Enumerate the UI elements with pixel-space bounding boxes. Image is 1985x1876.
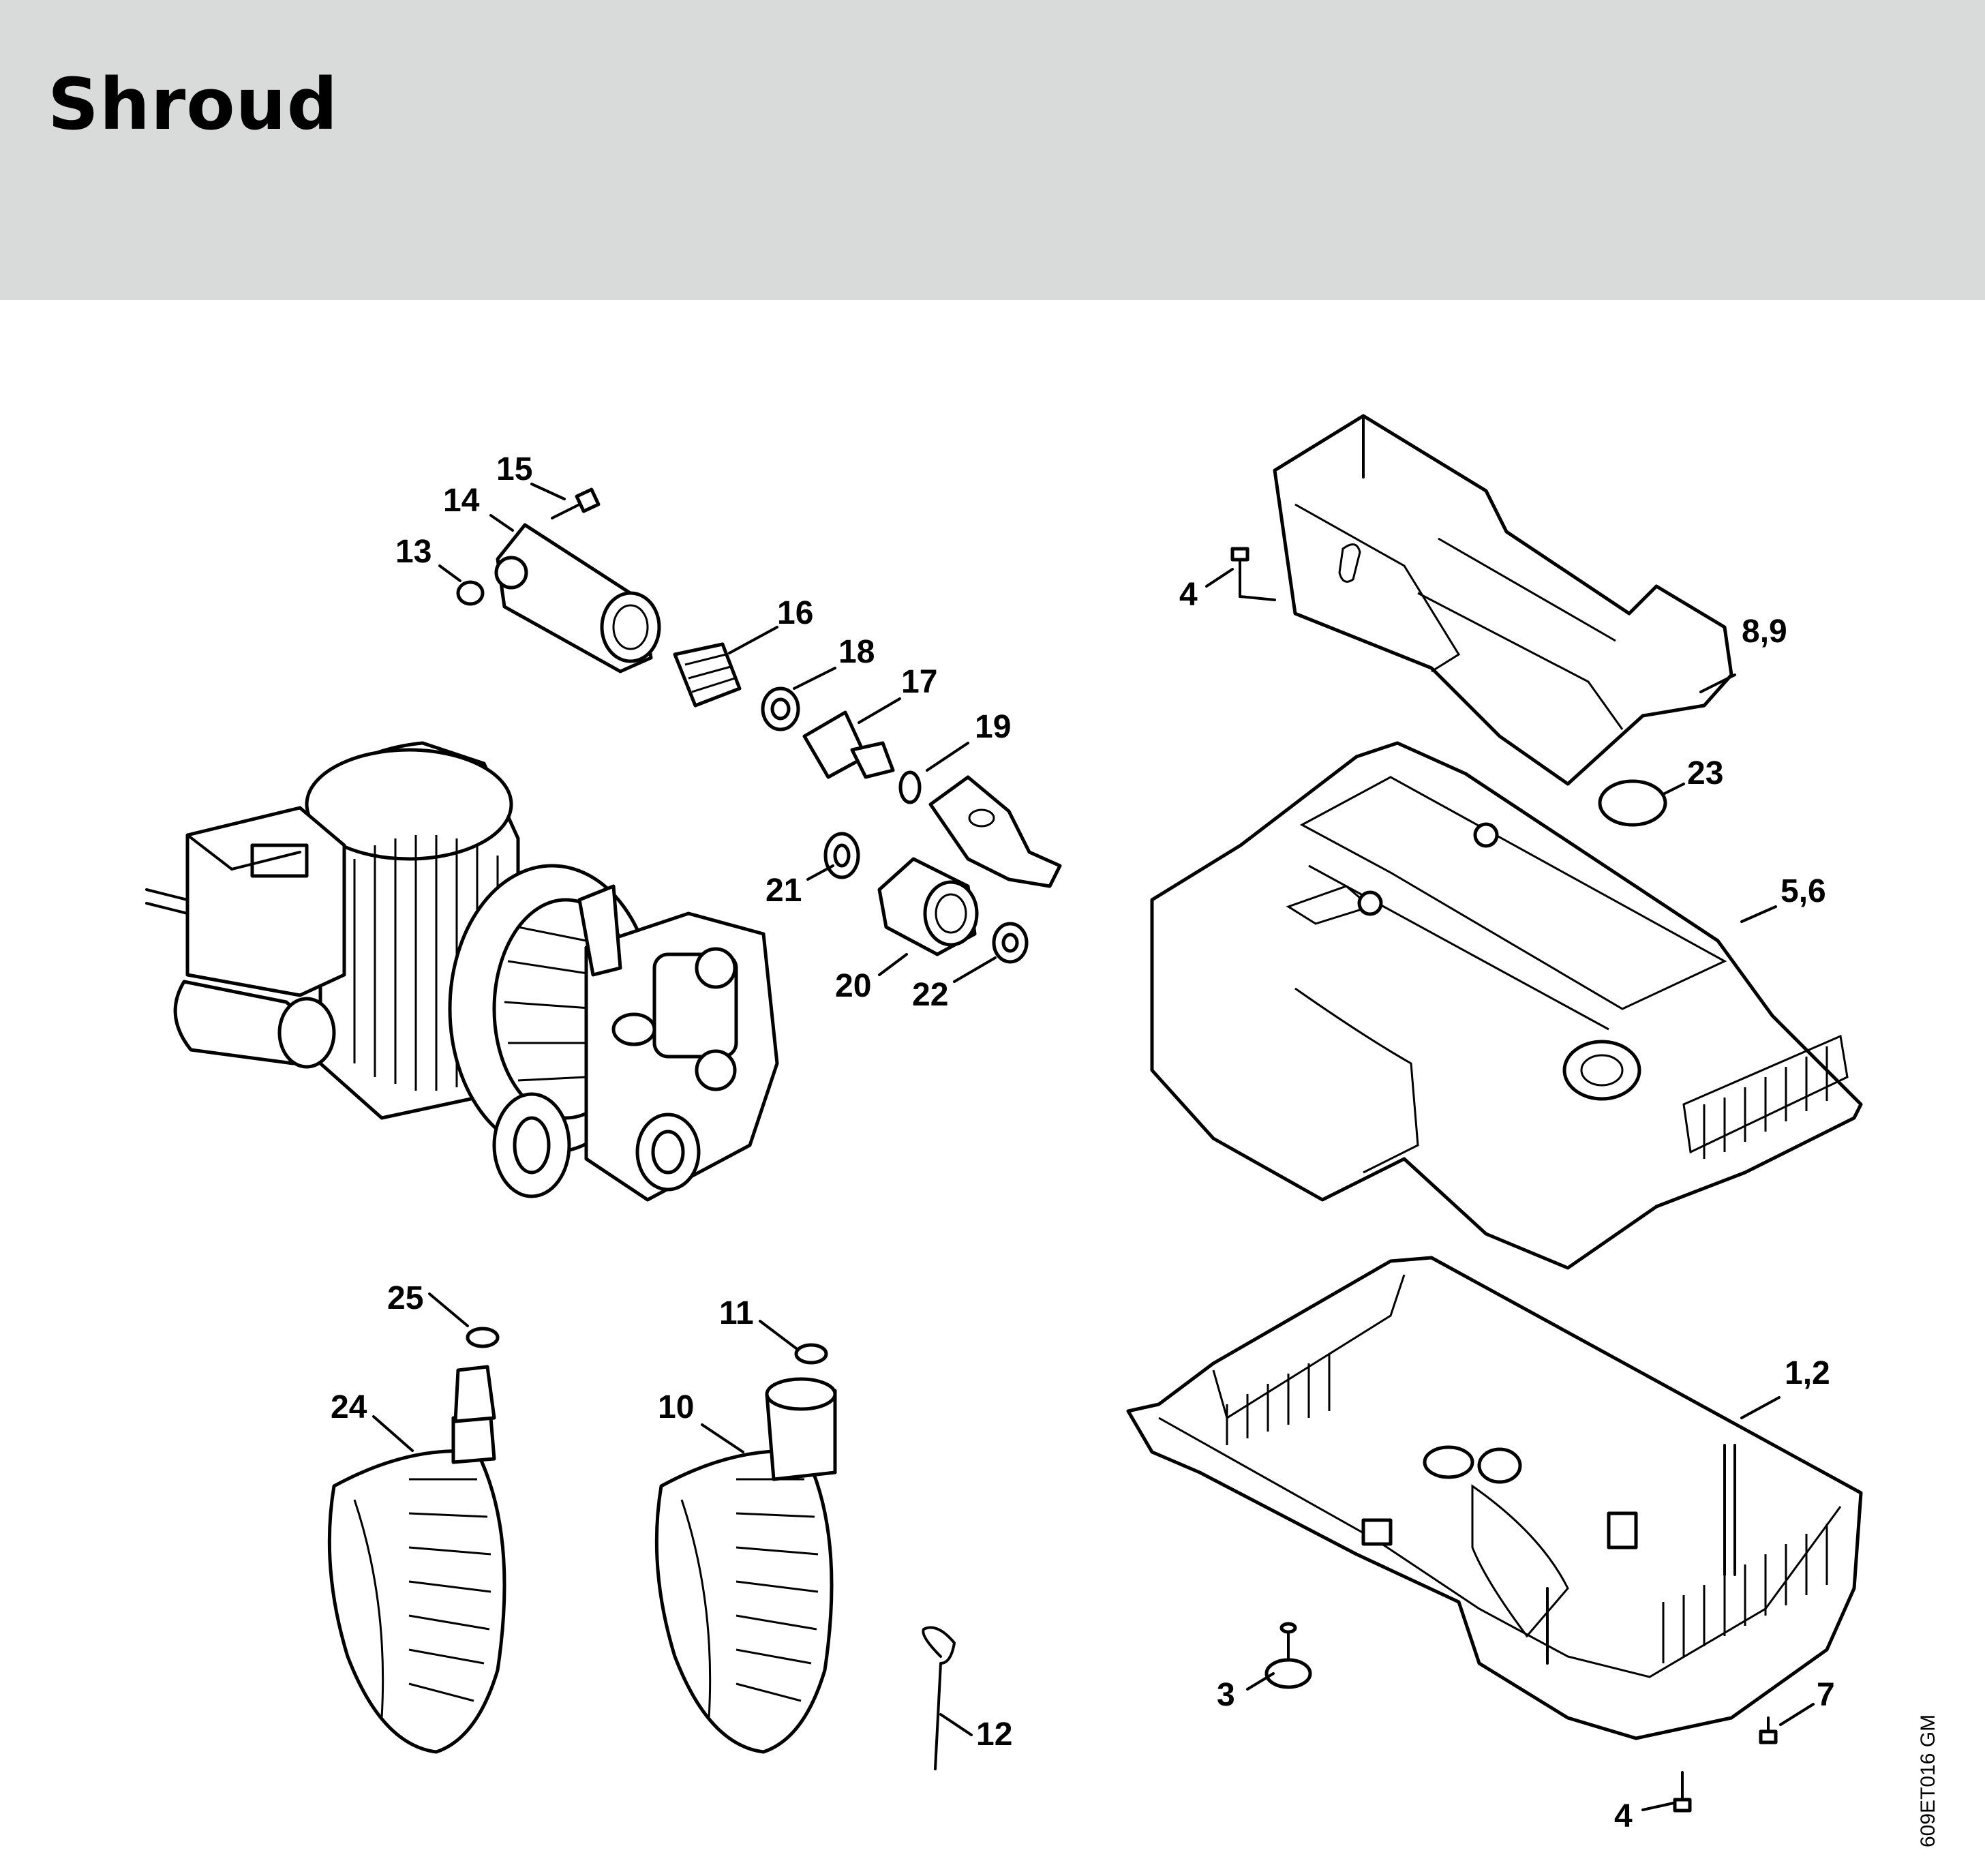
label-5-6: 5,6 xyxy=(1781,873,1826,909)
header-band xyxy=(0,0,1985,300)
label-11: 11 xyxy=(719,1295,754,1331)
leader-lines xyxy=(372,483,1815,1811)
screw-7 xyxy=(1759,1716,1778,1744)
base-tub xyxy=(1126,1256,1863,1740)
label-12: 12 xyxy=(976,1716,1012,1753)
cap-23 xyxy=(1598,779,1667,827)
foot-3 xyxy=(1264,1622,1312,1689)
filter-24 xyxy=(327,1365,506,1754)
label-7: 7 xyxy=(1817,1677,1835,1713)
upper-shroud xyxy=(1150,741,1863,1270)
label-17: 17 xyxy=(901,664,937,700)
label-13: 13 xyxy=(395,534,431,570)
label-3: 3 xyxy=(1217,1677,1235,1713)
part-labels: 15 14 13 16 18 17 19 21 20 22 4 8,9 23 5… xyxy=(331,451,1835,1834)
drawing-reference-code: 609ET016 GM xyxy=(1917,1714,1939,1847)
label-8-9: 8,9 xyxy=(1742,614,1787,650)
label-4-top: 4 xyxy=(1179,577,1198,613)
label-20: 20 xyxy=(835,968,871,1004)
label-21: 21 xyxy=(766,873,802,909)
label-14: 14 xyxy=(443,483,480,519)
o-ring-11 xyxy=(794,1343,828,1365)
label-22: 22 xyxy=(912,977,948,1013)
label-1-2: 1,2 xyxy=(1785,1355,1830,1391)
label-18: 18 xyxy=(838,634,875,670)
filter-10 xyxy=(654,1377,837,1754)
page-title: Shroud xyxy=(48,63,339,146)
label-23: 23 xyxy=(1687,755,1723,791)
hose-fittings-group xyxy=(456,487,1062,964)
label-25: 25 xyxy=(387,1280,423,1316)
screw-4-lower xyxy=(1673,1771,1692,1813)
clip-12 xyxy=(922,1626,956,1770)
o-ring-25 xyxy=(466,1327,500,1348)
label-24: 24 xyxy=(331,1389,367,1425)
label-16: 16 xyxy=(777,595,813,631)
top-cover xyxy=(1230,414,1733,786)
motor-pump-assembly xyxy=(145,741,779,1202)
label-19: 19 xyxy=(975,709,1011,745)
label-15: 15 xyxy=(496,451,532,487)
label-10: 10 xyxy=(658,1389,694,1425)
label-4-bottom: 4 xyxy=(1614,1798,1633,1834)
